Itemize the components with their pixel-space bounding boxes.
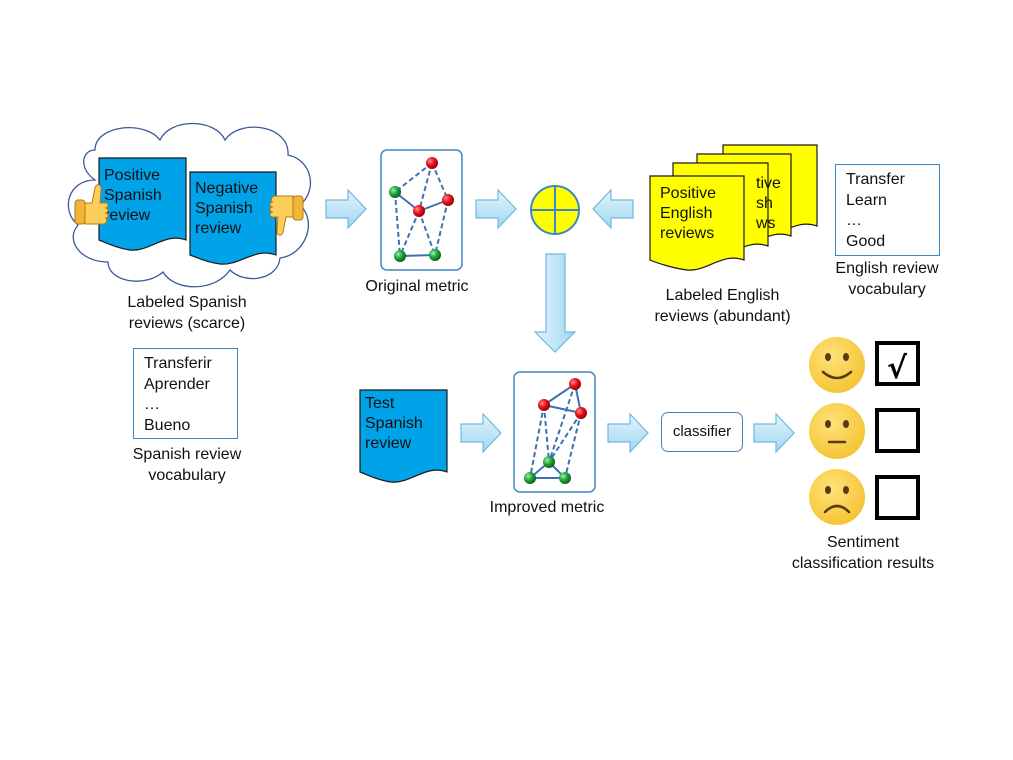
positive-spanish-doc-text: Positive Spanish review [104,167,166,224]
arrow-improved-metric-to-classifier [607,412,649,454]
caption-line: vocabulary [148,467,226,484]
check-mark: √ [887,351,908,386]
english-vocab-box: Transfer Learn … Good [835,164,940,256]
improved-metric-caption: Improved metric [489,499,605,516]
spanish-reviews-caption: Labeled Spanish reviews (scarce) [112,292,262,334]
checkbox-positive-checked: √ [875,341,920,386]
results-caption: Sentiment classification results [778,532,948,574]
caption-line: vocabulary [848,281,926,298]
caption-line: classification results [791,555,935,572]
node-red [442,194,454,206]
arrow-english-to-combine [592,188,634,230]
spanish-vocab-caption: Spanish review vocabulary [112,444,262,486]
node-red [413,205,425,217]
original-metric-graph [380,149,463,271]
arrow-classifier-to-results [753,412,795,454]
negative-spanish-doc-text: Negative Spanish review [195,180,263,237]
english-reviews-caption: Labeled English reviews (abundant) [640,285,805,327]
node-red [426,157,438,169]
test-spanish-doc-text: Test Spanish review [365,395,427,452]
happy-face-icon [809,337,865,393]
positive-spanish-doc: Positive Spanish review [98,157,187,251]
english-vocab-caption: English review vocabulary [812,258,962,300]
vocab-word: … [846,212,862,229]
english-front-doc-text: Positive English reviews [660,185,720,242]
classifier-box: classifier [661,412,743,452]
node-green [389,186,401,198]
caption-line: Spanish review [132,446,242,463]
vocab-word: Good [846,232,886,250]
node-green [429,249,441,261]
english-back-doc-text: tive sh ws [755,175,785,232]
vocab-word: Aprender [144,375,210,393]
caption-line: Labeled Spanish [127,294,247,311]
vocab-word: … [144,396,160,413]
vocab-word: Transfer [846,171,905,188]
checkbox-negative [875,475,920,520]
negative-spanish-doc: Negative Spanish review [189,171,277,265]
english-reviews-stack: tive sh ws Positive English reviews [649,144,818,271]
improved-metric-graph [513,371,596,493]
combine-plus-icon [530,185,580,235]
caption-line: reviews (scarce) [128,315,246,332]
node-red [569,378,581,390]
test-spanish-doc: Test Spanish review [359,389,448,483]
arrow-original-metric-to-combine [475,188,517,230]
caption-line: reviews (abundant) [654,308,791,325]
node-green [543,456,555,468]
thumbs-up-icon [74,184,109,225]
spanish-vocab-box: Transferir Aprender … Bueno [133,348,238,439]
vocab-word: Transferir [144,355,212,372]
vocab-word: Learn [846,191,887,209]
vocab-word: Bueno [144,416,191,434]
original-metric-caption: Original metric [365,278,469,295]
checkbox-neutral [875,408,920,453]
arrow-test-doc-to-improved-metric [460,412,502,454]
node-green [559,472,571,484]
node-red [575,407,587,419]
caption-line: Sentiment [826,534,900,551]
arrow-combine-to-improved-metric [533,253,577,353]
node-red [538,399,550,411]
arrow-cloud-to-original-metric [325,188,367,230]
node-green [524,472,536,484]
caption-line: Labeled English [665,287,780,304]
sad-face-icon [809,469,865,525]
neutral-face-icon [809,403,865,459]
thumbs-down-icon [269,195,304,236]
node-green [394,250,406,262]
caption-line: English review [835,260,939,277]
